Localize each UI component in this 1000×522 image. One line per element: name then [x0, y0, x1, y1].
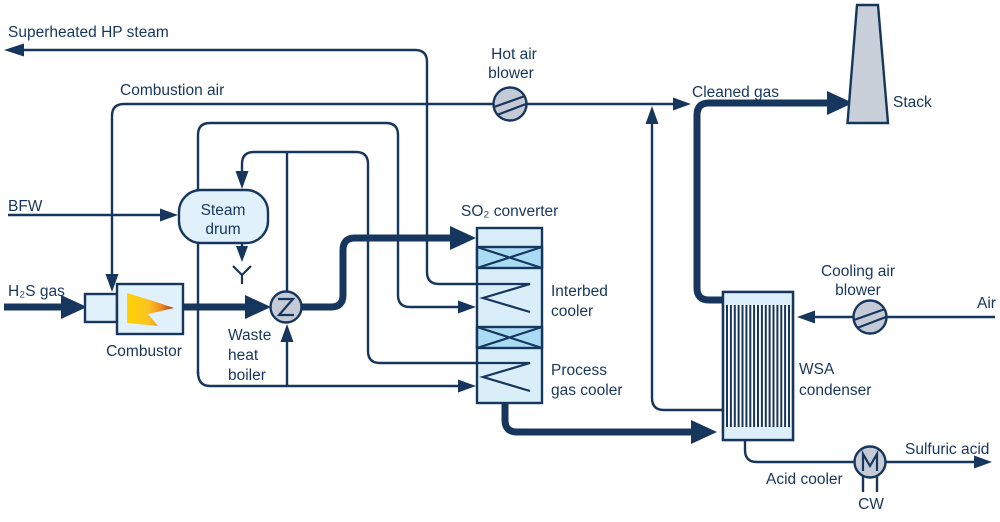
arrow-hot-air-to-stack	[673, 97, 691, 111]
pipe-superheated-steam	[24, 48, 478, 286]
label-wsa-condenser-1: WSA	[799, 361, 835, 378]
arrow-interbed-inlet	[458, 300, 476, 314]
pipe-drum-riser-loop	[240, 150, 477, 365]
label-combustion-air: Combustion air	[120, 82, 224, 99]
pipe-cw	[861, 476, 879, 492]
arrow-superheated-steam	[4, 43, 24, 57]
pipe-whb-to-converter	[300, 234, 452, 311]
catalyst-bed-1	[475, 245, 544, 270]
arrow-combustion-air-down	[105, 274, 119, 292]
label-bfw: BFW	[8, 198, 43, 215]
arrow-riser-into-drum	[235, 171, 249, 189]
condenser-top-header	[724, 293, 792, 305]
label-cooling-air-blower-1: Cooling air	[821, 263, 895, 280]
interbed-cooler-coil-icon	[477, 282, 531, 314]
label-superheated-hp-steam: Superheated HP steam	[8, 24, 169, 41]
hot-air-blower-blades	[493, 94, 527, 117]
arrow-whb-feed-up	[280, 324, 294, 342]
pipe-cleaned-gas	[693, 99, 830, 304]
label-cooling-air-blower-2: blower	[835, 282, 881, 299]
arrow-vent-down	[236, 246, 248, 262]
label-interbed-cooler-1: Interbed	[551, 283, 608, 300]
arrow-condenser-inlet	[691, 420, 717, 444]
label-waste-heat-boiler-2: heat	[228, 347, 259, 364]
label-hot-air-blower-2: blower	[488, 65, 534, 82]
cooling-air-blower-blades	[853, 307, 887, 330]
arrow-converter-inlet	[450, 226, 476, 250]
label-h2s-gas: H₂S gas	[8, 283, 65, 300]
acid-cooler-icon	[853, 445, 887, 479]
wsa-condenser-vessel	[721, 290, 795, 442]
stack-shape	[846, 3, 890, 125]
process-gas-cooler-coil-icon	[477, 361, 531, 393]
pipe-drum-steam-loop	[196, 121, 460, 374]
pipes-thick	[4, 99, 830, 436]
arrow-sulfuric-acid	[974, 455, 992, 469]
arrow-air-inlet	[797, 310, 815, 324]
condenser-tubes	[726, 305, 790, 427]
pipes-thin	[8, 48, 995, 492]
pipe-converter-to-condenser	[501, 401, 694, 436]
pipe-water-header	[196, 371, 460, 388]
condenser-outline	[721, 290, 795, 442]
label-stack: Stack	[893, 94, 932, 111]
bed1-x-icon	[476, 245, 543, 270]
arrowheads-thick	[61, 91, 853, 444]
equipment	[83, 3, 890, 479]
pipe-hot-air-riser	[650, 122, 723, 412]
condenser-bottom-header	[724, 427, 792, 439]
label-acid-cooler: Acid cooler	[766, 471, 843, 488]
arrow-pgc-inlet	[458, 379, 476, 393]
acid-cooler-m-icon	[861, 449, 879, 471]
label-air: Air	[977, 295, 996, 312]
label-cw: CW	[858, 496, 884, 513]
catalyst-bed-2	[475, 325, 544, 350]
label-interbed-cooler-2: cooler	[551, 303, 593, 320]
label-process-gas-cooler-2: gas cooler	[551, 382, 623, 399]
arrow-bfw	[160, 208, 178, 222]
label-cleaned-gas: Cleaned gas	[692, 84, 779, 101]
label-process-gas-cooler-1: Process	[551, 362, 607, 379]
pipe-acid	[743, 440, 976, 464]
label-waste-heat-boiler-1: Waste	[228, 327, 271, 344]
label-combustor: Combustor	[106, 343, 182, 360]
arrowheads-thin	[4, 43, 992, 469]
label-sulfuric-acid: Sulfuric acid	[905, 441, 989, 458]
heat-exchanger-zigzag-icon	[276, 297, 296, 317]
arrow-h2s-gas	[61, 295, 87, 319]
flame-icon	[127, 293, 174, 326]
pipe-hot-air-header	[110, 102, 675, 276]
arrow-combustor-outlet	[245, 295, 271, 319]
label-steam-drum-2: drum	[205, 221, 240, 238]
combustor-nozzle	[83, 292, 119, 324]
arrow-hot-air-up	[645, 106, 659, 124]
label-steam-drum-1: Steam	[201, 202, 246, 219]
steam-drum-vessel	[177, 188, 270, 245]
vent-y-icon	[232, 265, 252, 284]
label-so2-converter: SO₂ converter	[461, 203, 558, 220]
label-wsa-condenser-2: condenser	[799, 382, 871, 399]
arrow-cleaned-gas	[827, 91, 853, 115]
bed2-x-icon	[476, 325, 543, 350]
label-hot-air-blower-1: Hot air	[491, 46, 537, 63]
label-waste-heat-boiler-3: boiler	[228, 367, 266, 384]
labels: Superheated HP steam Combustion air Hot …	[8, 24, 996, 513]
